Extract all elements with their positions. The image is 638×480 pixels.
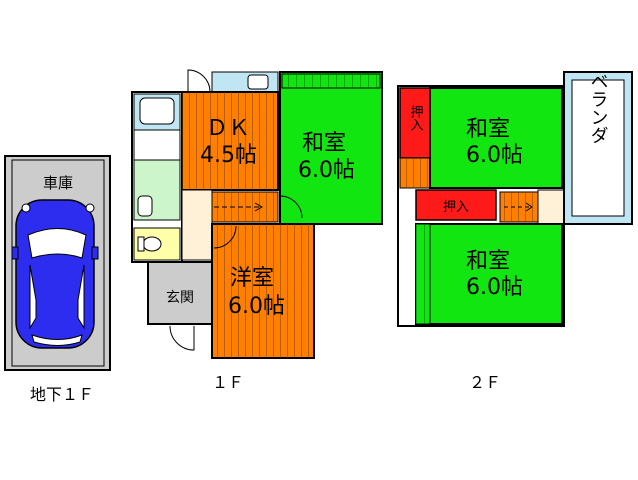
sink-icon bbox=[137, 195, 153, 217]
first-floor: ＤＫ 4.5帖 玄関 和室 6.0帖 洋室 6.0帖 bbox=[131, 69, 383, 359]
oshiire-lower: 押入 bbox=[415, 189, 497, 221]
veranda-label: ベランダ bbox=[588, 72, 609, 144]
dk-room-name: ＤＫ bbox=[206, 116, 250, 141]
oshiire-upper: 押入 bbox=[399, 87, 431, 159]
garage: 車庫 bbox=[4, 155, 111, 371]
stairs-2f bbox=[499, 191, 539, 223]
washitsu-2f-lower-size: 6.0帖 bbox=[466, 275, 523, 300]
genkan bbox=[147, 261, 213, 325]
second-floor: 押入 和室 6.0帖 押入 和室 6.0帖 bbox=[397, 71, 633, 327]
basement-floor-label: 地下１Ｆ bbox=[30, 385, 94, 404]
youshitsu-size: 6.0帖 bbox=[228, 294, 285, 319]
oshiire-upper-label: 押入 bbox=[408, 105, 424, 131]
washitsu-2f-upper: 和室 6.0帖 bbox=[429, 87, 563, 189]
first-floor-label: １Ｆ bbox=[212, 373, 244, 392]
entrance-door-swing bbox=[169, 325, 195, 351]
washitsu-1f-size: 6.0帖 bbox=[298, 158, 355, 183]
garage-label: 車庫 bbox=[43, 174, 73, 192]
dk-room: ＤＫ 4.5帖 bbox=[181, 91, 279, 191]
stove-icon bbox=[247, 74, 269, 90]
hallway bbox=[181, 189, 213, 261]
stairs-1f bbox=[209, 191, 279, 223]
toilet-icon bbox=[142, 236, 162, 252]
washitsu-1f: 和室 6.0帖 bbox=[279, 71, 383, 225]
dk-room-size: 4.5帖 bbox=[200, 143, 257, 168]
youshitsu-name: 洋室 bbox=[230, 266, 274, 291]
youshitsu: 洋室 6.0帖 bbox=[211, 223, 315, 359]
second-floor-label: ２Ｆ bbox=[469, 373, 501, 392]
genkan-label: 玄関 bbox=[166, 289, 194, 306]
oshiire-lower-label: 押入 bbox=[443, 200, 469, 215]
washitsu-2f-lower: 和室 6.0帖 bbox=[415, 223, 563, 325]
hallway-2f bbox=[537, 189, 565, 225]
veranda: ベランダ bbox=[563, 71, 633, 225]
door-swing bbox=[187, 69, 211, 93]
washitsu-2f-upper-size: 6.0帖 bbox=[466, 143, 523, 168]
car-icon bbox=[11, 199, 99, 349]
washitsu-2f-upper-name: 和室 bbox=[466, 117, 510, 142]
washitsu-1f-name: 和室 bbox=[302, 131, 346, 156]
washitsu-2f-lower-name: 和室 bbox=[466, 249, 510, 274]
bathroom bbox=[133, 93, 181, 161]
